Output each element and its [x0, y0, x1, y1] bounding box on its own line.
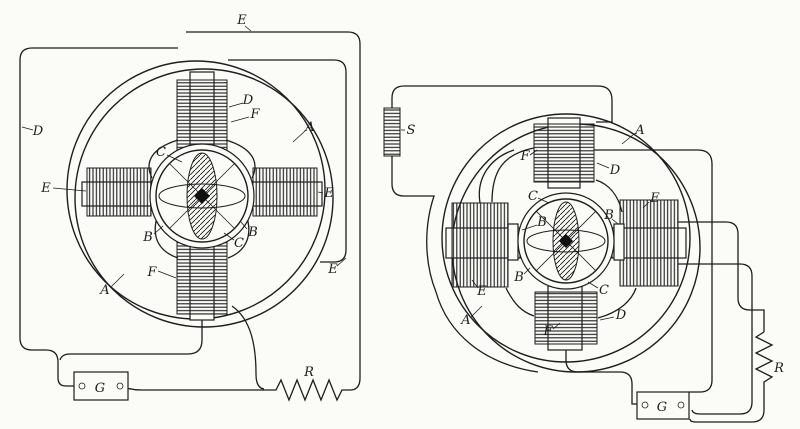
- wire: [491, 147, 535, 203]
- wire: [391, 85, 405, 108]
- wire: [594, 149, 713, 393]
- label-c-upper: C: [528, 189, 538, 204]
- label-e-right: E: [649, 191, 660, 206]
- label-d-top: D: [242, 93, 254, 108]
- label-e-right: E: [323, 186, 334, 201]
- label-b-lower: B: [513, 270, 524, 285]
- label-e-lower-right: E: [327, 262, 338, 277]
- wire: [391, 156, 539, 373]
- rotor-rim-inner: [155, 149, 249, 243]
- generator-label: G: [95, 381, 105, 396]
- label-b-left: B: [536, 215, 547, 230]
- label-f-top: F: [519, 149, 530, 164]
- left-motor: G R E D E A F B C C B D F A: [19, 13, 361, 402]
- wire: [186, 31, 361, 391]
- left-coil: [451, 202, 509, 288]
- generator-terminal-left: [641, 401, 649, 409]
- generator-label: G: [657, 400, 667, 415]
- wire: [19, 47, 178, 387]
- label-f-bottom: F: [542, 324, 553, 339]
- top-coil: [176, 79, 228, 153]
- label-a-upper-right: A: [304, 120, 314, 135]
- wire: [121, 386, 252, 391]
- wire: [478, 149, 515, 204]
- label-c-lower: C: [234, 236, 244, 251]
- stator-ring-b: [74, 68, 334, 328]
- rotor-shaft: [559, 234, 573, 248]
- label-f-bottom: F: [146, 265, 157, 280]
- wire: [678, 263, 753, 415]
- label-d-lower: D: [615, 308, 627, 323]
- series-coil-label: S: [407, 123, 416, 138]
- series-coil-s: S: [383, 107, 416, 157]
- resistor: R: [754, 331, 784, 400]
- left-leader-lines: [21, 25, 347, 288]
- label-c-lower: C: [599, 283, 609, 298]
- label-a-lower-left: A: [99, 283, 109, 298]
- resistor-label: R: [773, 361, 784, 376]
- label-a-upper-right: A: [634, 123, 644, 138]
- right-coil: [252, 167, 318, 217]
- resistor-zigzag: [754, 331, 774, 400]
- bottom-coil: [534, 291, 598, 345]
- label-d-top: D: [609, 163, 621, 178]
- label-e-left: E: [40, 181, 51, 196]
- rotor-winding-horizontal: [526, 229, 606, 253]
- rotor-shaft: [194, 188, 210, 204]
- right-pole-shoe: [613, 223, 625, 261]
- wire: [678, 221, 765, 332]
- wire: [231, 305, 265, 390]
- label-b-right: B: [247, 225, 258, 240]
- bottom-coil: [176, 241, 228, 315]
- generator-terminal-right: [677, 401, 685, 409]
- right-coil: [619, 199, 679, 287]
- rotor-winding-horizontal: [158, 183, 246, 209]
- label-f-top: F: [249, 107, 260, 122]
- right-leader-lines: [470, 133, 650, 330]
- label-b-left: B: [142, 230, 153, 245]
- resistor-label: R: [303, 365, 314, 380]
- stator-ring-a: [441, 113, 691, 363]
- label-d-wire: D: [32, 124, 44, 139]
- label-e-left: E: [476, 284, 487, 299]
- right-wiring: [391, 85, 765, 423]
- wire: [228, 59, 347, 263]
- left-coil: [86, 167, 152, 217]
- generator-box: G: [73, 371, 129, 401]
- rotor-rim-inner: [523, 198, 609, 284]
- rotor: [517, 192, 615, 290]
- series-coil: [383, 107, 401, 157]
- left-pole-shoe: [507, 223, 519, 261]
- wire: [505, 287, 535, 317]
- wire: [689, 400, 765, 423]
- label-b-right: B: [603, 208, 614, 223]
- resistor: R: [252, 365, 344, 402]
- left-labels: E D E A F B C C B D F A E E: [32, 13, 338, 298]
- generator-outline: [636, 391, 690, 420]
- wire: [59, 318, 203, 361]
- label-c-upper: C: [156, 145, 166, 160]
- label-a-lower-left: A: [460, 313, 470, 328]
- label-e-top: E: [236, 13, 247, 28]
- wire: [404, 85, 613, 123]
- right-labels: A F D C E B B E B C A D F: [460, 123, 660, 339]
- generator-terminal-left: [78, 382, 86, 390]
- generator-terminal-right: [116, 382, 124, 390]
- top-coil: [533, 123, 595, 183]
- resistor-zigzag: [252, 378, 344, 402]
- right-motor: S G R A F D C E B: [383, 85, 784, 423]
- wire: [565, 344, 637, 405]
- generator-box: G: [636, 391, 690, 420]
- generator-outline: [73, 371, 129, 401]
- rotor: [149, 143, 255, 249]
- wire: [597, 287, 637, 319]
